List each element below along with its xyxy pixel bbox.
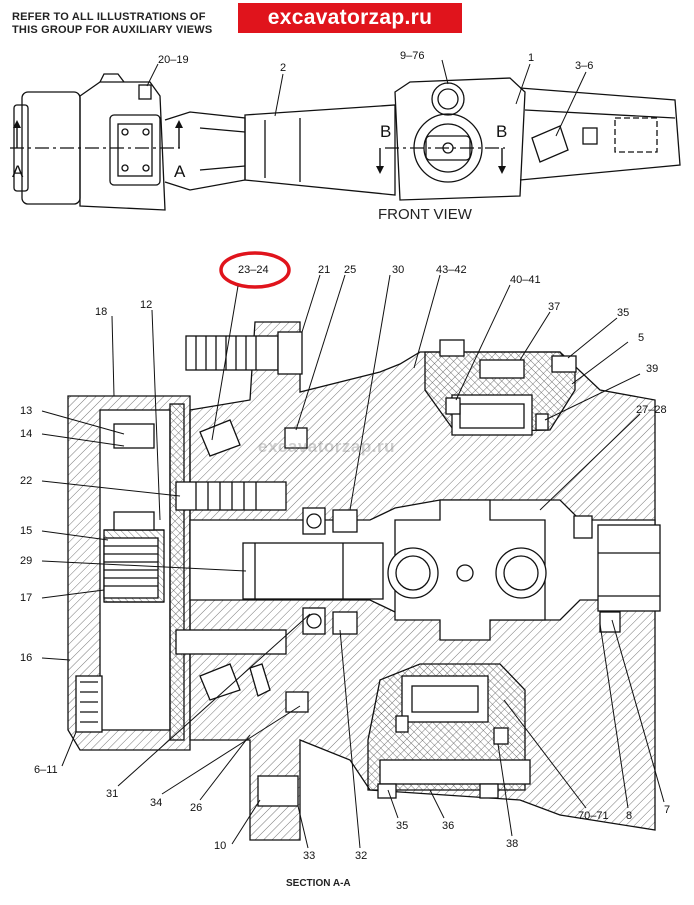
section-mark-a-left: A	[12, 162, 24, 181]
callout-34: 34	[150, 797, 163, 809]
callout-29: 29	[20, 555, 33, 567]
callout-9-76: 9–76	[400, 50, 425, 62]
callout-20-19: 20–19	[158, 54, 189, 66]
callout-36: 36	[442, 820, 455, 832]
callout-2: 2	[280, 62, 287, 74]
callout-14: 14	[20, 428, 33, 440]
callout-37: 37	[548, 301, 561, 313]
callout-6-11: 6–11	[34, 764, 58, 776]
auxiliary-views-note: REFER TO ALL ILLUSTRATIONS OF THIS GROUP…	[12, 11, 213, 36]
callout-33: 33	[303, 850, 316, 862]
section-title: SECTION A-A	[286, 878, 351, 889]
callout-13: 13	[20, 405, 33, 417]
callout-22: 22	[20, 475, 33, 487]
callout-15: 15	[20, 525, 33, 537]
callout-26: 26	[190, 802, 203, 814]
callout-25: 25	[344, 264, 357, 276]
callout-40-41: 40–41	[510, 274, 541, 286]
callout-43-42: 43–42	[436, 264, 467, 276]
callout-12: 12	[140, 299, 153, 311]
section-mark-b-right: B	[496, 122, 508, 141]
brand-banner: excavatorzap.ru	[238, 3, 462, 33]
callout-17: 17	[20, 592, 33, 604]
callout-16: 16	[20, 652, 33, 664]
callout-18: 18	[95, 306, 108, 318]
callout-5: 5	[638, 332, 645, 344]
callout-30: 30	[392, 264, 405, 276]
callout-32: 32	[355, 850, 368, 862]
callout-31: 31	[106, 788, 119, 800]
section-view-drawing	[41, 251, 665, 849]
callout-35-bottom: 35	[396, 820, 409, 832]
section-mark-b-left: B	[380, 122, 392, 141]
front-view-drawing	[10, 59, 681, 211]
front-view-title: FRONT VIEW	[378, 206, 472, 223]
callout-21: 21	[318, 264, 331, 276]
callout-10: 10	[214, 840, 227, 852]
section-mark-a-right: A	[174, 162, 186, 181]
highlight-circle	[219, 251, 291, 289]
callout-39: 39	[646, 363, 659, 375]
callout-1: 1	[528, 52, 535, 64]
callout-7: 7	[664, 804, 671, 816]
callout-35-top: 35	[617, 307, 630, 319]
callout-3-6: 3–6	[575, 60, 594, 72]
callout-8: 8	[626, 810, 633, 822]
callout-23-24: 23–24	[238, 264, 269, 276]
callout-70-71: 70–71	[578, 810, 609, 822]
callout-27-28: 27–28	[636, 404, 667, 416]
callout-38: 38	[506, 838, 519, 850]
watermark-text: excavatorzap.ru	[258, 437, 395, 456]
